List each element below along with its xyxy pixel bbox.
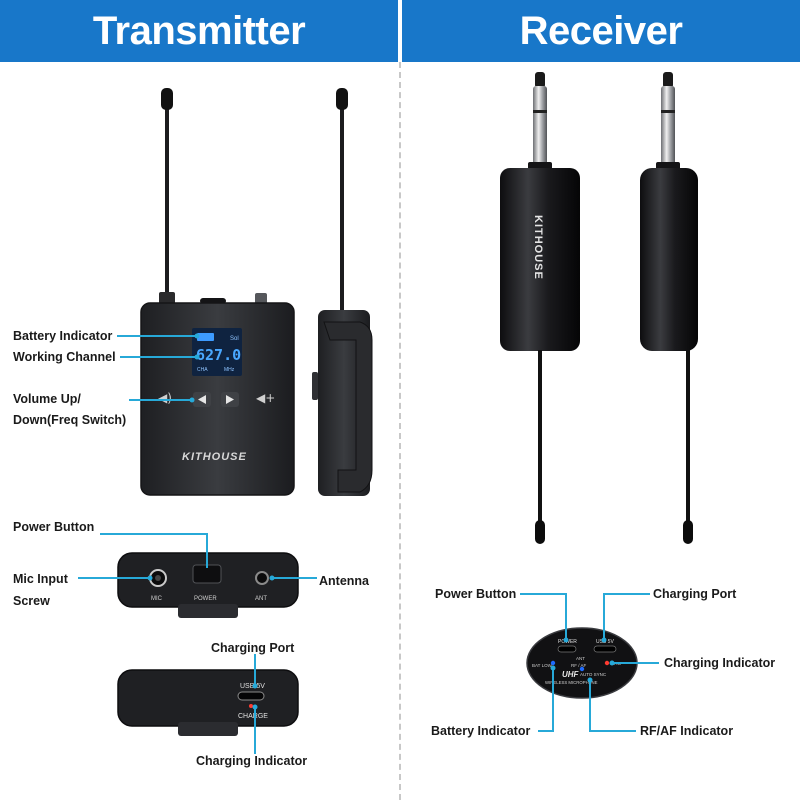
transmitter-brand-logo: KITHOUSE: [182, 451, 247, 463]
receiver-jack-plug: [533, 86, 547, 168]
transmitter-body: [141, 303, 294, 495]
label-power-button: Power Button: [13, 520, 95, 534]
callout-dots: [147, 333, 615, 710]
svg-text:POWER: POWER: [194, 596, 217, 602]
svg-text:AUTO SYNC: AUTO SYNC: [580, 672, 607, 677]
receiver-antenna: [538, 350, 542, 528]
bat-low-led: [550, 660, 556, 666]
svg-text:CHARGE: CHARGE: [238, 713, 268, 720]
transmitter-header: Transmitter: [0, 0, 398, 62]
belt-clip: [323, 321, 373, 493]
transmitter-antenna: [165, 100, 169, 305]
label-charging-port: Charging Port: [211, 641, 295, 655]
label-receiver-power-button: Power Button: [435, 587, 517, 601]
label-mic-input: Mic Input: [13, 572, 68, 586]
usb-charging-port: [237, 691, 265, 701]
transmitter-antenna-tip: [161, 88, 173, 110]
receiver-usb-port: [593, 645, 617, 653]
lcd-unit-right: MHz: [224, 367, 235, 373]
ant-jack: [255, 571, 269, 585]
svg-text:RF / AF: RF / AF: [571, 663, 587, 668]
label-battery-indicator: Battery Indicator: [13, 329, 113, 343]
svg-text:MIC: MIC: [151, 596, 163, 602]
svg-text:UHF: UHF: [562, 670, 580, 679]
volume-down-icon: ◀): [158, 391, 172, 405]
svg-text:BAT LOW: BAT LOW: [532, 663, 553, 668]
label-mic-input-screw: Screw: [13, 594, 50, 608]
side-antenna: [340, 100, 344, 315]
receiver-brand-logo: KITHOUSE: [532, 215, 544, 280]
label-receiver-charging-port: Charging Port: [653, 587, 737, 601]
transmitter-bottom-view: MIC POWER ANT: [117, 552, 299, 618]
svg-text:WIRELESS MICROPHPNE: WIRELESS MICROPHPNE: [545, 680, 598, 685]
lcd-channel-digits: 627.0: [196, 346, 241, 364]
svg-text:ANT: ANT: [576, 656, 585, 661]
label-charging-indicator: Charging Indicator: [196, 754, 308, 768]
volume-up-icon: ◀+: [256, 391, 275, 405]
label-volume-line1: Volume Up/: [13, 392, 81, 406]
lcd-unit-left: CHA: [197, 367, 208, 373]
receiver-side: [640, 72, 698, 544]
transmitter-charge-view: USB 5V CHARGE: [117, 669, 299, 736]
transmitter-side: [312, 88, 373, 496]
lcd-unit-top: Sol: [230, 336, 239, 342]
receiver-body: [500, 168, 580, 351]
receiver-power-button: [557, 645, 577, 653]
center-divider: [399, 62, 401, 800]
label-working-channel: Working Channel: [13, 350, 116, 364]
transmitter-front: Sol 627.0 CHA MHz ◀) ◀+ KITHOUSE: [140, 88, 295, 496]
label-volume-line2: Down(Freq Switch): [13, 413, 127, 427]
charge-led: [249, 704, 253, 708]
receiver-header: Receiver: [402, 0, 800, 62]
label-receiver-rf-af-indicator: RF/AF Indicator: [640, 724, 734, 738]
label-receiver-battery-indicator: Battery Indicator: [431, 724, 531, 738]
receiver-front: KITHOUSE: [500, 72, 580, 544]
label-receiver-charging-indicator: Charging Indicator: [664, 656, 776, 670]
svg-text:POWER: POWER: [558, 639, 577, 645]
chg-led: [604, 660, 610, 666]
svg-text:ANT: ANT: [255, 596, 267, 602]
callout-lines: [78, 335, 659, 754]
label-antenna: Antenna: [319, 574, 369, 588]
rf-af-led: [579, 666, 585, 672]
